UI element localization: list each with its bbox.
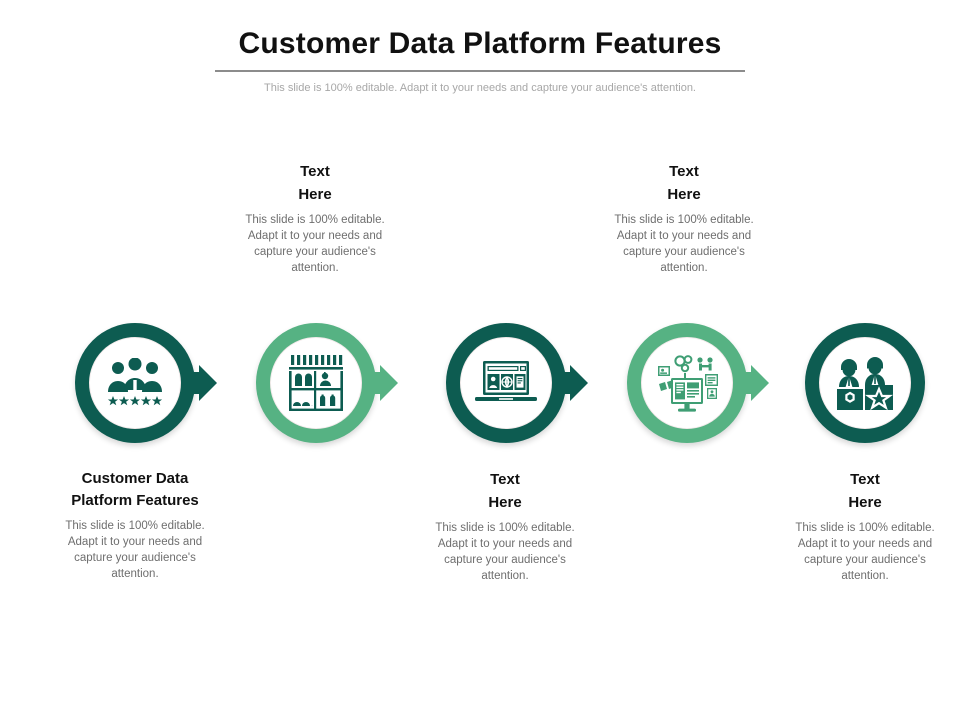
node-icon-wrap-4 bbox=[641, 337, 733, 429]
node-icon-wrap-1 bbox=[89, 337, 181, 429]
title-divider bbox=[215, 70, 745, 72]
text-block-body: This slide is 100% editable. Adapt it to… bbox=[245, 214, 385, 274]
text-block-heading: Text Here bbox=[488, 471, 522, 511]
slide-subtitle: This slide is 100% editable. Adapt it to… bbox=[264, 82, 696, 94]
text-block-body: This slide is 100% editable. Adapt it to… bbox=[614, 214, 754, 274]
text-block-top-4: Text Here This slide is 100% editable. A… bbox=[594, 160, 774, 276]
store-shelves-icon bbox=[289, 355, 343, 411]
process-node-2[interactable] bbox=[256, 323, 398, 443]
laptop-browser-search-icon bbox=[475, 359, 537, 407]
node-icon-wrap-5 bbox=[819, 337, 911, 429]
text-block-body: This slide is 100% editable. Adapt it to… bbox=[435, 522, 575, 582]
flow-arrow-3 bbox=[554, 365, 588, 401]
text-block-heading: Text Here bbox=[298, 163, 332, 203]
text-block-bottom-5: Text Here This slide is 100% editable. A… bbox=[775, 468, 955, 584]
process-node-4[interactable] bbox=[627, 323, 769, 443]
text-block-heading: Text Here bbox=[848, 471, 882, 511]
text-block-heading: Customer Data Platform Features bbox=[71, 470, 199, 509]
people-group-stars-icon bbox=[106, 358, 164, 408]
flow-arrow-2 bbox=[364, 365, 398, 401]
page-title: Customer Data Platform Features bbox=[238, 27, 722, 60]
node-icon-wrap-2 bbox=[270, 337, 362, 429]
node-icon-wrap-3 bbox=[460, 337, 552, 429]
flow-arrow-1 bbox=[183, 365, 217, 401]
process-node-3[interactable] bbox=[446, 323, 588, 443]
text-block-body: This slide is 100% editable. Adapt it to… bbox=[65, 520, 205, 580]
podium-winners-icon bbox=[836, 355, 894, 411]
slide-header: Customer Data Platform Features This sli… bbox=[0, 0, 960, 95]
text-block-top-2: Text Here This slide is 100% editable. A… bbox=[225, 160, 405, 276]
process-node-1[interactable] bbox=[75, 323, 217, 443]
text-block-bottom-1: Customer Data Platform Features This sli… bbox=[45, 468, 225, 582]
flow-arrow-4 bbox=[735, 365, 769, 401]
monitor-dashboard-network-icon bbox=[655, 354, 719, 412]
text-block-heading: Text Here bbox=[667, 163, 701, 203]
text-block-body: This slide is 100% editable. Adapt it to… bbox=[795, 522, 935, 582]
process-node-5[interactable] bbox=[805, 323, 925, 443]
text-block-bottom-3: Text Here This slide is 100% editable. A… bbox=[415, 468, 595, 584]
